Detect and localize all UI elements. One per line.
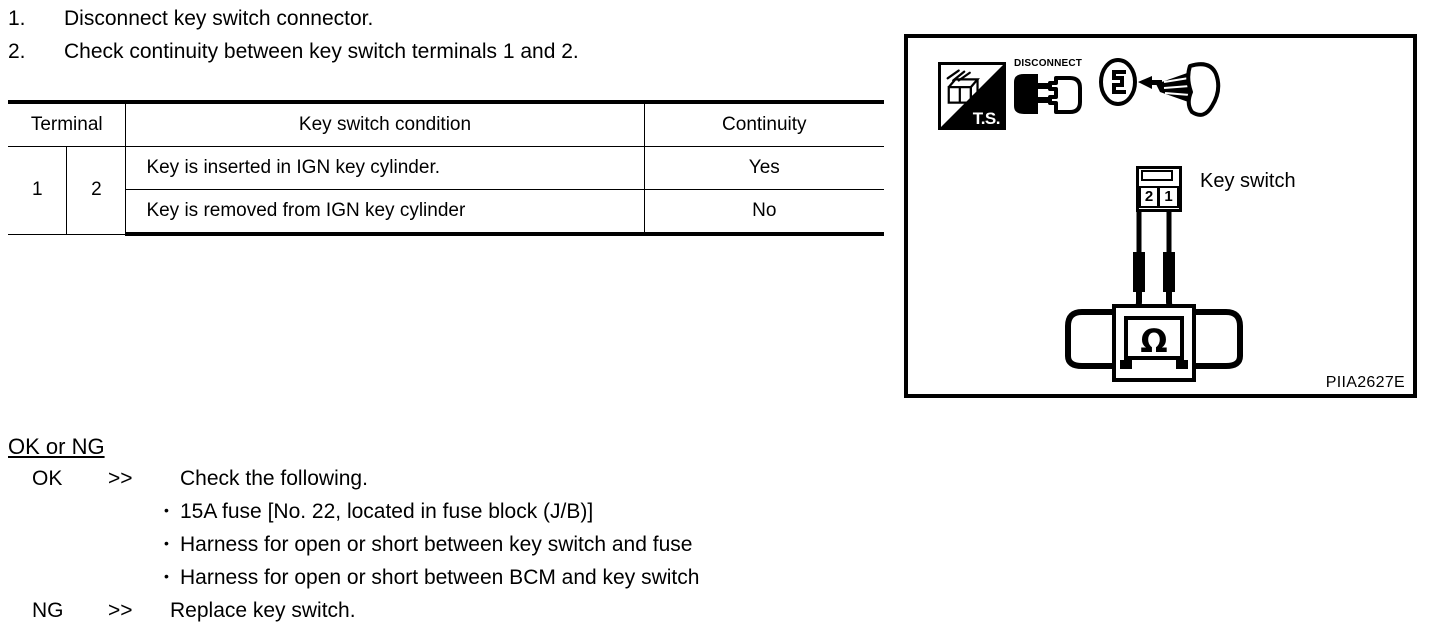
step-number: 1.	[8, 7, 26, 30]
result-ng-arrow: >>	[108, 599, 133, 622]
cell-continuity: Yes	[644, 146, 884, 190]
cell-condition: Key is inserted in IGN key cylinder.	[125, 146, 645, 190]
continuity-table-wrapper: Terminal Key switch condition Continuity…	[8, 100, 884, 236]
result-section: OK or NG OK >> Check the following. 15A …	[8, 432, 968, 627]
table-row: Key is removed from IGN key cylinder No	[8, 189, 884, 236]
result-section-title: OK or NG	[8, 434, 105, 459]
result-ok-text: Check the following.	[180, 467, 368, 490]
header-terminal: Terminal	[8, 100, 127, 147]
key-switch-callout-label: Key switch	[1200, 170, 1296, 192]
ohmmeter-and-leads: Ω	[1065, 210, 1243, 382]
result-ng-text: Replace key switch.	[170, 599, 356, 622]
disconnect-icon: DISCONNECT	[1012, 58, 1086, 124]
step-text: Check continuity between key switch term…	[64, 40, 579, 63]
disconnect-connector-shape	[1014, 74, 1082, 114]
header-key-switch-condition: Key switch condition	[125, 100, 645, 147]
connector-terminal-cells: 2 1	[1139, 186, 1179, 208]
procedure-step-list: 1. Disconnect key switch connector. 2. C…	[8, 2, 888, 68]
result-ok-bullet-list: 15A fuse [No. 22, located in fuse block …	[8, 494, 968, 594]
connector-lock-slot	[1141, 170, 1173, 181]
list-item: Harness for open or short between key sw…	[8, 527, 968, 561]
wiring-diagram-panel: T.S. DISCONNECT	[904, 34, 1417, 398]
result-ng-row: NG >> Replace key switch.	[8, 594, 968, 627]
list-item: 15A fuse [No. 22, located in fuse block …	[8, 494, 968, 528]
ts-icon-label: T.S.	[972, 109, 1001, 128]
table-row: 1 2 Key is inserted in IGN key cylinder.…	[8, 146, 884, 235]
terminal-cell-1: 1	[1159, 186, 1179, 208]
step-number: 2.	[8, 40, 26, 63]
ts-triangle-shape	[941, 65, 1003, 127]
ohm-symbol: Ω	[1140, 322, 1167, 360]
figure-id: PIIA2627E	[1325, 374, 1405, 391]
tech-service-icon: T.S.	[938, 62, 1006, 130]
procedure-step: 1. Disconnect key switch connector.	[8, 2, 888, 35]
result-ok-arrow: >>	[108, 467, 133, 490]
step-text: Disconnect key switch connector.	[64, 7, 374, 30]
key-insertion-illustration	[1094, 52, 1224, 130]
table-header-row: Terminal Key switch condition Continuity	[8, 100, 884, 147]
terminal-cell-2: 2	[1139, 186, 1159, 208]
key-switch-connector: 2 1	[1136, 166, 1182, 212]
cell-terminal-2: 2	[66, 146, 127, 235]
result-ok-key: OK	[32, 467, 63, 490]
procedure-step: 2. Check continuity between key switch t…	[8, 35, 888, 68]
header-continuity: Continuity	[644, 100, 884, 147]
cell-terminal-1: 1	[8, 146, 68, 235]
cell-continuity: No	[644, 189, 884, 236]
key-and-cylinder-shape	[1099, 58, 1221, 117]
continuity-table: Terminal Key switch condition Continuity…	[8, 100, 884, 236]
list-item: Harness for open or short between BCM an…	[8, 560, 968, 594]
cell-condition: Key is removed from IGN key cylinder	[125, 189, 645, 236]
disconnect-label: DISCONNECT	[1014, 58, 1083, 69]
result-ok-row: OK >> Check the following.	[8, 462, 968, 495]
result-ng-key: NG	[32, 599, 64, 622]
